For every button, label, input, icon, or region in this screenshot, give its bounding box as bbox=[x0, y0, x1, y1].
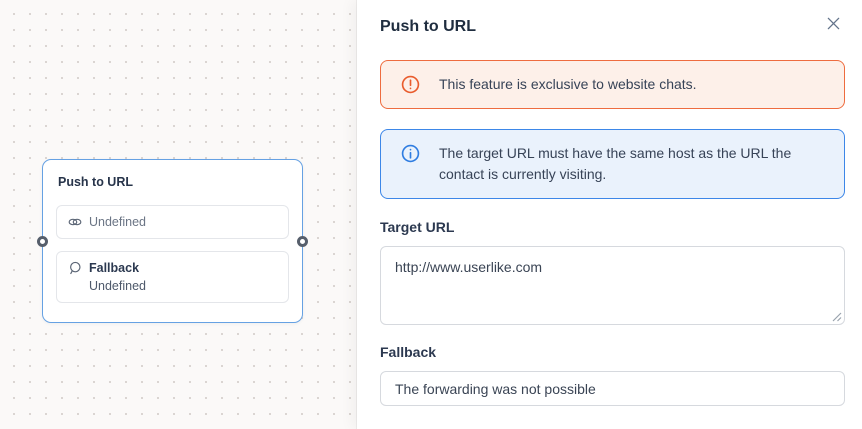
node-item-target-url[interactable]: Undefined bbox=[56, 205, 289, 239]
fallback-input[interactable] bbox=[380, 371, 845, 406]
target-url-label: Target URL bbox=[380, 219, 455, 235]
flow-node-push-to-url[interactable]: Push to URL Undefined Fallback Undefined bbox=[37, 159, 308, 323]
panel-header: Push to URL bbox=[380, 14, 845, 36]
node-item-sublabel: Undefined bbox=[89, 279, 146, 293]
node-title: Push to URL bbox=[58, 175, 133, 189]
close-icon bbox=[826, 16, 841, 31]
warning-alert-text: This feature is exclusive to website cha… bbox=[439, 76, 697, 92]
settings-panel: Push to URL This feature is exclusive to… bbox=[357, 0, 862, 429]
target-url-textarea[interactable]: http://www.userlike.com bbox=[380, 246, 845, 325]
target-url-field-wrap: http://www.userlike.com bbox=[380, 246, 845, 325]
flow-canvas[interactable]: Push to URL Undefined Fallback Undefined bbox=[0, 0, 357, 429]
warning-circle-icon bbox=[401, 75, 420, 94]
connector-handle-right[interactable] bbox=[297, 235, 308, 247]
node-item-label: Fallback bbox=[89, 261, 140, 275]
info-alert-text: The target URL must have the same host a… bbox=[439, 145, 792, 182]
link-icon bbox=[68, 215, 82, 229]
chat-bubble-icon bbox=[68, 261, 82, 275]
connector-handle-left[interactable] bbox=[37, 235, 48, 247]
close-button[interactable] bbox=[824, 14, 843, 33]
node-item-label: Undefined bbox=[89, 215, 146, 229]
info-alert: The target URL must have the same host a… bbox=[380, 129, 845, 199]
node-item-fallback[interactable]: Fallback Undefined bbox=[56, 251, 289, 303]
warning-alert: This feature is exclusive to website cha… bbox=[380, 60, 845, 109]
info-circle-icon bbox=[401, 144, 420, 163]
panel-title: Push to URL bbox=[380, 18, 476, 35]
fallback-label: Fallback bbox=[380, 344, 437, 360]
